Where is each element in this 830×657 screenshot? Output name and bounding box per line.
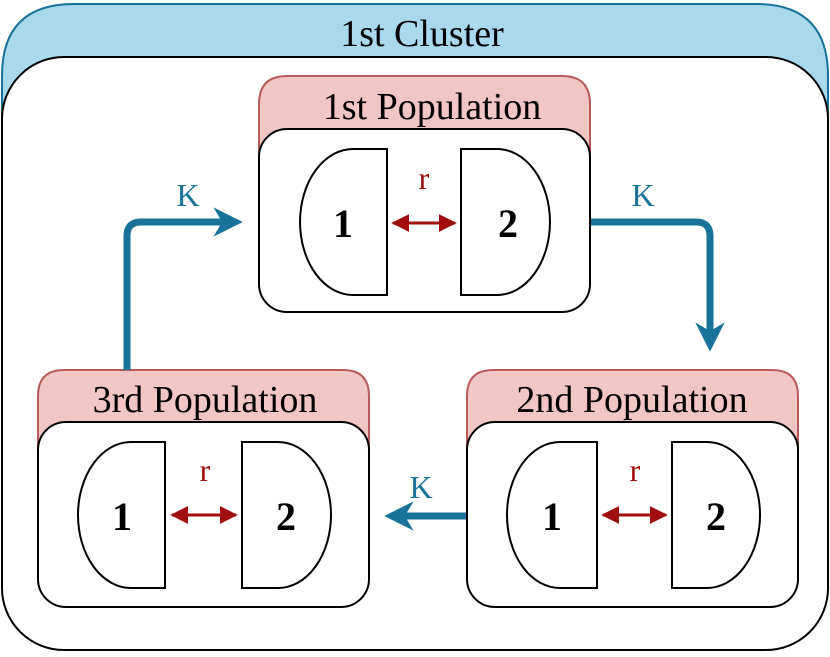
subpopulation-1-label: 1 (333, 201, 353, 246)
population-2: 2nd Population 1 2 r (466, 369, 799, 608)
subpopulation-1-shape (506, 441, 598, 589)
subpopulation-2-shape (671, 441, 761, 589)
r-link-label: r (419, 160, 430, 196)
subpopulation-2-label: 2 (498, 201, 518, 246)
r-link-label: r (200, 452, 211, 488)
k-label-1-to-2: K (631, 177, 654, 213)
population-title: 2nd Population (516, 379, 747, 421)
k-label-2-to-3: K (409, 469, 432, 505)
subpopulation-2-shape (460, 148, 551, 296)
subpopulation-1-shape (77, 441, 166, 589)
subpopulation-1-label: 1 (112, 494, 132, 539)
subpopulation-2-label: 2 (276, 494, 296, 539)
population-3: 3rd Population 1 2 r (37, 369, 370, 608)
population-title: 1st Population (323, 86, 542, 128)
k-label-3-to-1: K (176, 177, 199, 213)
subpopulation-2-label: 2 (706, 494, 726, 539)
population-1: 1st Population 1 2 r (258, 75, 591, 313)
coupling-arrows: K K K (123, 177, 725, 531)
r-link-label: r (630, 452, 641, 488)
population-title: 3rd Population (93, 379, 318, 421)
subpopulation-1-shape (299, 148, 388, 296)
k-arrow-3-to-1 (123, 207, 243, 370)
cluster-title: 1st Cluster (340, 13, 504, 55)
k-arrow-1-to-2 (591, 218, 725, 352)
subpopulation-2-shape (241, 441, 332, 589)
subpopulation-1-label: 1 (542, 494, 562, 539)
